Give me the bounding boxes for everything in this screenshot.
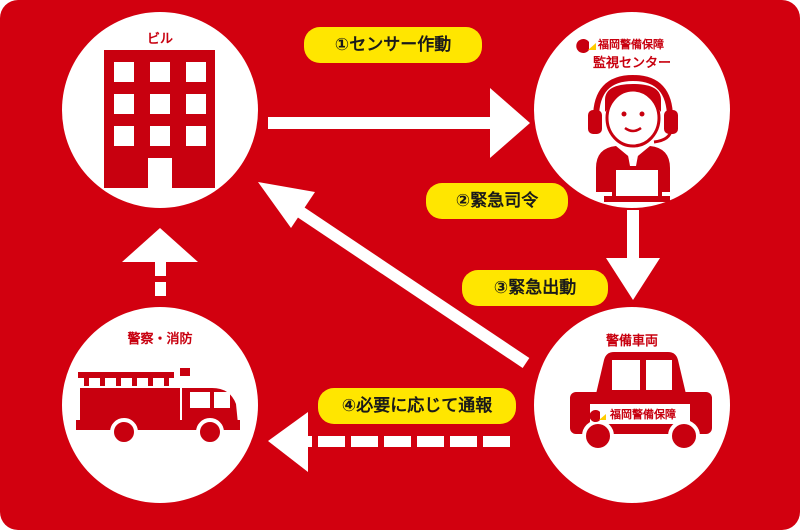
building-icon	[104, 50, 215, 188]
step-2-pill: ②緊急司令	[426, 183, 568, 219]
step-3-pill: ③緊急出動	[462, 270, 608, 306]
police-fire-label: 警察・消防	[127, 332, 193, 347]
arrow-vehicle-to-building	[258, 182, 530, 368]
arrow-vehicle-to-police-fire	[268, 412, 510, 472]
operator-headset-icon	[588, 74, 678, 202]
vehicle-brand-logo-icon	[589, 410, 606, 423]
monitor-center-label: 監視センター	[592, 56, 671, 71]
arrow-police-fire-to-building	[122, 228, 198, 296]
patrol-car-icon	[570, 352, 712, 452]
vehicle-label: 警備車両	[605, 334, 658, 349]
arrow-monitor-to-vehicle	[606, 210, 660, 300]
vehicle-brand-name: 福岡警備保障	[610, 408, 676, 421]
step-4-pill: ④必要に応じて通報	[318, 388, 516, 424]
step-1-pill: ①センサー作動	[304, 27, 482, 63]
arrow-building-to-monitor	[268, 88, 530, 158]
monitor-brand-name: 福岡警備保障	[598, 38, 664, 51]
brand-logo-icon	[576, 39, 596, 53]
building-label: ビル	[146, 32, 173, 47]
fire-truck-icon	[76, 368, 240, 446]
